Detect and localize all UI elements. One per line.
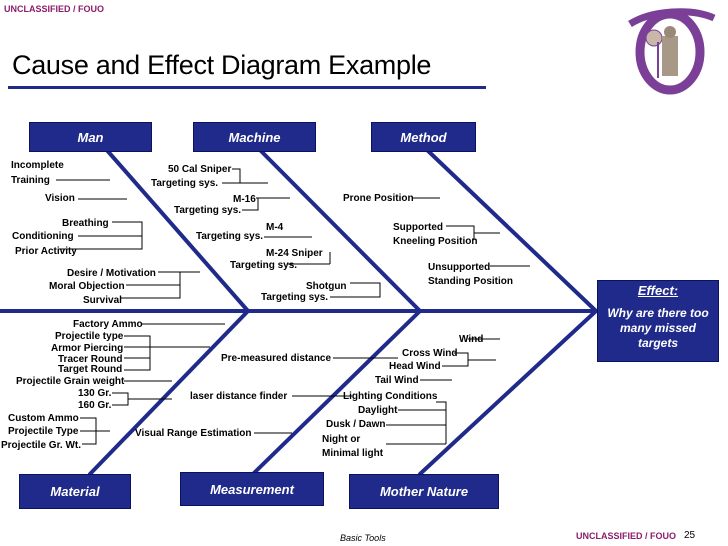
cause-material-0: Factory Ammo: [73, 319, 143, 330]
cause-nature-5: Daylight: [358, 405, 398, 416]
cause-man-4: Conditioning: [12, 231, 74, 242]
bone-mother-nature: [418, 309, 598, 476]
page-title: Cause and Effect Diagram Example: [12, 50, 432, 80]
cause-man-5: Prior Activity: [15, 246, 77, 257]
cause-man-3: Breathing: [62, 218, 109, 229]
category-man: Man: [29, 122, 152, 152]
footer-title: Basic Tools: [340, 533, 386, 543]
cause-man-8: Survival: [83, 295, 122, 306]
category-mother-nature: Mother Nature: [349, 474, 499, 509]
cause-nature-1: Cross Wind: [402, 348, 458, 359]
cause-machine-7: Targeting sys.: [230, 260, 298, 271]
effect-box: Effect: Why are there too many missed ta…: [597, 280, 719, 362]
cause-method-1: Supported: [393, 222, 443, 233]
cause-nature-2: Head Wind: [389, 361, 441, 372]
cause-material-4: Target Round: [58, 364, 123, 375]
seal-logo-icon: [628, 8, 716, 95]
cause-man-7: Moral Objection: [49, 281, 125, 292]
category-measurement: Measurement: [180, 472, 324, 506]
category-machine: Machine: [193, 122, 316, 152]
effect-label: Effect:: [637, 283, 679, 298]
cause-nature-0: Wind: [459, 334, 484, 345]
cause-machine-4: M-4: [266, 222, 284, 233]
cause-machine-8: Shotgun: [306, 281, 347, 292]
bone-measurement: [251, 309, 422, 476]
cause-machine-1: Targeting sys.: [151, 178, 219, 189]
cause-nature-7: Night or: [322, 434, 361, 445]
cause-material-6: 130 Gr.: [78, 388, 112, 399]
category-method: Method: [371, 122, 476, 152]
cause-machine-3: Targeting sys.: [174, 205, 242, 216]
category-material: Material: [19, 474, 131, 509]
cause-machine-6: M-24 Sniper: [266, 248, 323, 259]
cause-man-2: Vision: [45, 193, 75, 204]
cause-material-2: Armor Piercing: [51, 343, 124, 354]
cause-material-8: Custom Ammo: [8, 413, 79, 424]
bone-material: [88, 309, 250, 476]
cause-method-3: Unsupported: [428, 262, 491, 273]
title-underline: [8, 86, 486, 89]
cause-material-9: Projectile Type: [8, 426, 79, 437]
cause-measurement-1: laser distance finder: [190, 391, 288, 402]
bone-machine: [256, 146, 422, 313]
cause-material-5: Projectile Grain weight: [16, 376, 125, 387]
bone-man: [103, 146, 250, 313]
cause-nature-3: Tail Wind: [375, 375, 419, 386]
cause-material-3: Tracer Round: [58, 354, 123, 365]
cause-nature-4: Lighting Conditions: [343, 391, 438, 402]
cause-man-0: Incomplete: [11, 160, 64, 171]
footer-classification: UNCLASSIFIED / FOUO: [576, 531, 677, 541]
cause-material-10: Projectile Gr. Wt.: [1, 440, 82, 451]
bone-method: [423, 146, 598, 313]
cause-material-1: Projectile type: [55, 331, 124, 342]
cause-man-6: Desire / Motivation: [67, 268, 156, 279]
header-classification: UNCLASSIFIED / FOUO: [4, 4, 105, 14]
cause-nature-6: Dusk / Dawn: [326, 419, 386, 430]
cause-method-2: Kneeling Position: [393, 236, 478, 247]
effect-text: Why are there too many missed targets: [607, 306, 709, 350]
cause-nature-8: Minimal light: [322, 448, 384, 459]
cause-man-1: Training: [11, 175, 50, 186]
cause-machine-0: 50 Cal Sniper: [168, 164, 232, 175]
page-number: 25: [684, 530, 696, 541]
cause-machine-5: Targeting sys.: [196, 231, 264, 242]
cause-material-7: 160 Gr.: [78, 400, 112, 411]
cause-method-0: Prone Position: [343, 193, 414, 204]
cause-machine-9: Targeting sys.: [261, 292, 329, 303]
cause-measurement-0: Pre-measured distance: [221, 353, 332, 364]
cause-method-4: Standing Position: [428, 276, 513, 287]
cause-measurement-2: Visual Range Estimation: [135, 428, 252, 439]
cause-machine-2: M-16: [233, 194, 256, 205]
